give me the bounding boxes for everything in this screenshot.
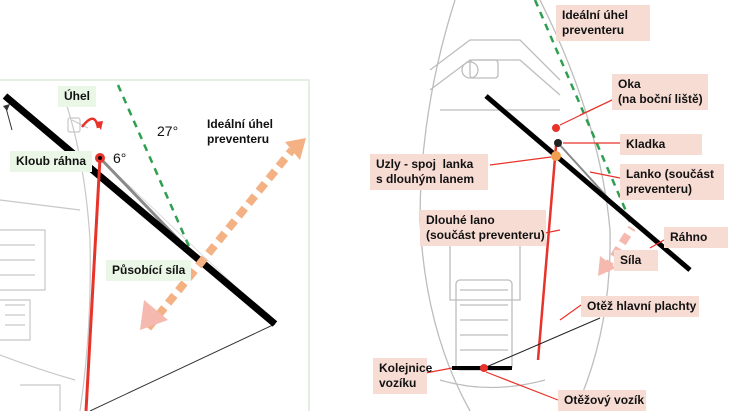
block-dot [554, 139, 562, 147]
ideal-angle-label-right: Ideální úhel preventeru [556, 5, 650, 41]
left-deck-sketch [0, 99, 91, 411]
traveller-dot [480, 364, 488, 372]
traveller-label: Otěžový vozík [558, 390, 646, 411]
long-line-label: Dlouhé lano (součást preventeru) [420, 210, 546, 246]
force-arrow-forward [144, 147, 296, 331]
angle-label: Úhel [58, 86, 97, 107]
block-label: Kladka [620, 134, 702, 155]
long-line-red [536, 145, 558, 361]
angle-arc [81, 117, 100, 129]
eye-dot [552, 124, 560, 132]
angle-6-label: 6° [113, 150, 127, 166]
ideal-angle-dashed-line-right [533, 0, 634, 226]
force-arrowhead-back [140, 300, 168, 330]
mainsheet-line [483, 317, 601, 369]
preventer-red-line [84, 157, 102, 411]
angle-arc-head [95, 121, 103, 130]
pointer-line [5, 107, 13, 131]
knot-dot [551, 151, 561, 161]
force-arrowhead-right [598, 256, 616, 276]
boom-label: Ráhno [664, 227, 728, 248]
ideal-angle-label-left: Ideální úhel preventeru [203, 115, 278, 149]
line-part-label: Lanko (součást preventeru) [620, 164, 724, 200]
force-arrow-right [601, 225, 636, 273]
boom-right [484, 94, 692, 272]
mainsheet-label: Otěž hlavní plachty [581, 296, 699, 317]
traveller-track-label: Kolejnice vozíku [373, 358, 432, 394]
eyes-label: Oka (na boční liště) [612, 74, 708, 110]
right-panel [414, 0, 692, 411]
hull-sketch [419, 0, 611, 411]
force-label: Síla [614, 250, 658, 271]
pointer-arrowhead [3, 104, 10, 111]
boom [2, 93, 278, 327]
angle-27-label: 27° [157, 123, 179, 139]
boom-joint-center [98, 156, 102, 160]
boom-joint-label: Kloub ráhna [10, 151, 93, 172]
sail-leech-line [89, 323, 276, 411]
acting-force-label: Působící síla [106, 260, 192, 281]
force-arrowhead-forward [285, 138, 306, 160]
knots-label: Uzly - spoj lanka s dlouhým lanem [370, 154, 488, 190]
ideal-angle-dashed-line [116, 84, 197, 261]
